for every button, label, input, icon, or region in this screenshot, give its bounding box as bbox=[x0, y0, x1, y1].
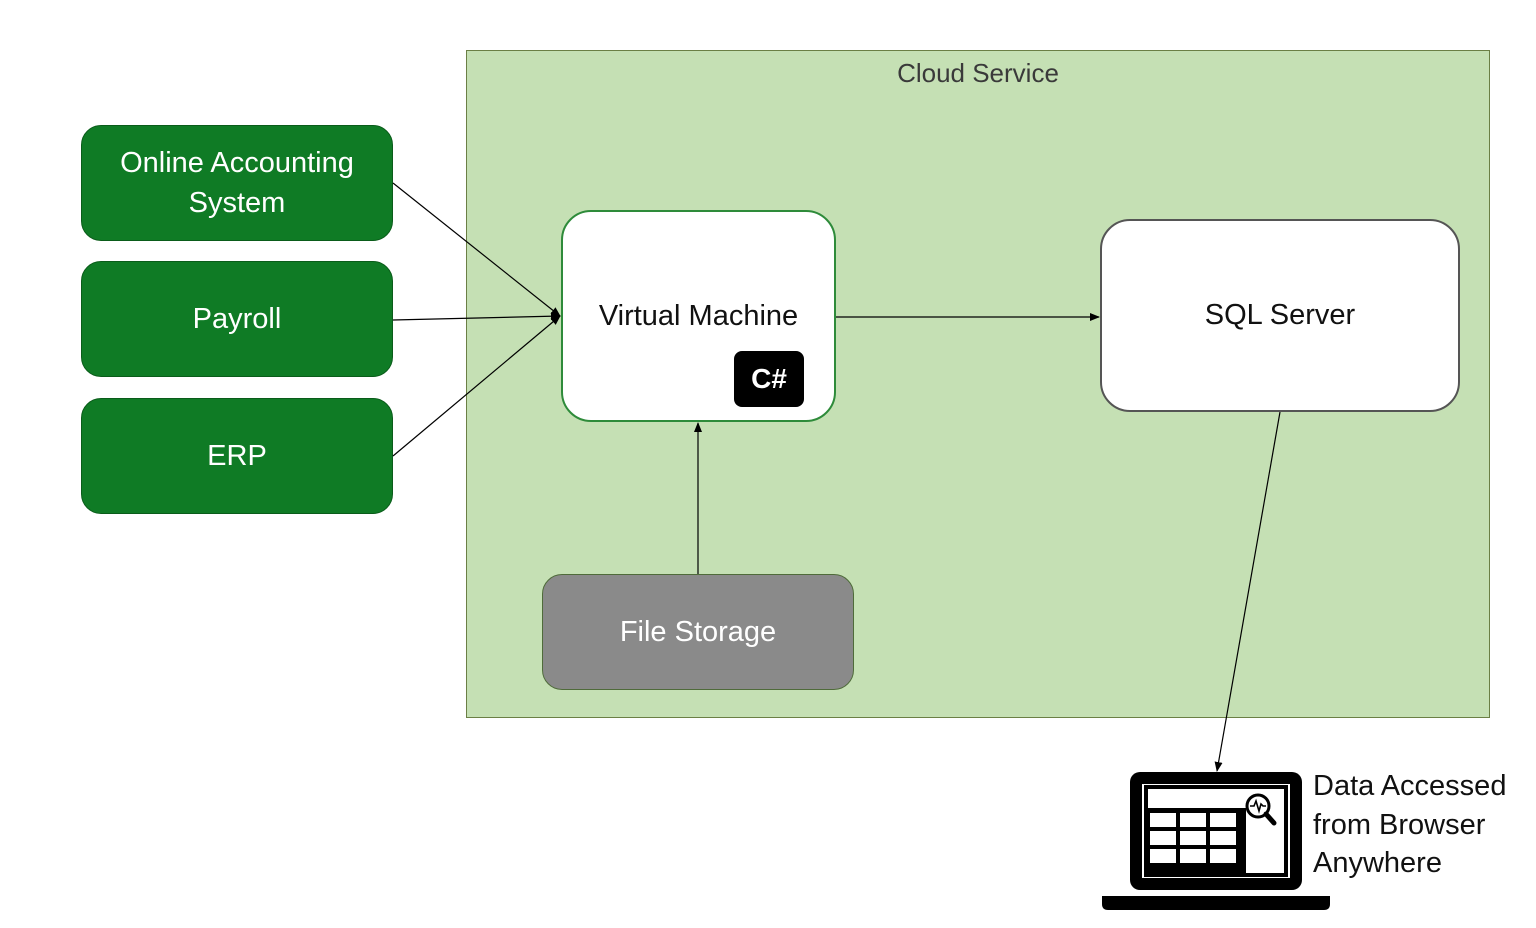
browser-access-caption: Data Accessed from Browser Anywhere bbox=[1313, 767, 1528, 883]
source-label-line: System bbox=[188, 187, 286, 219]
source-label-line: Online Accounting bbox=[120, 147, 354, 179]
file-storage-label: File Storage bbox=[619, 615, 777, 648]
browser-caption-line: Data Accessed bbox=[1313, 770, 1507, 802]
source-online-accounting-system: Online Accounting System bbox=[81, 125, 393, 241]
file-storage-node: File Storage bbox=[542, 574, 854, 690]
source-erp: ERP bbox=[81, 398, 393, 514]
source-label: ERP bbox=[207, 440, 267, 472]
source-label: Payroll bbox=[192, 303, 282, 335]
csharp-badge-icon: C# bbox=[734, 351, 804, 407]
sql-server-node: SQL Server bbox=[1100, 219, 1460, 412]
sql-server-label: SQL Server bbox=[1204, 299, 1356, 331]
browser-caption-line: Anywhere bbox=[1313, 847, 1442, 879]
browser-caption-line: from Browser bbox=[1313, 808, 1486, 841]
laptop-dashboard-icon bbox=[1102, 772, 1330, 910]
virtual-machine-label: Virtual Machine bbox=[598, 300, 799, 332]
source-payroll: Payroll bbox=[81, 261, 393, 377]
virtual-machine-node: Virtual Machine C# bbox=[561, 210, 836, 422]
cloud-service-title: Cloud Service bbox=[897, 58, 1059, 88]
